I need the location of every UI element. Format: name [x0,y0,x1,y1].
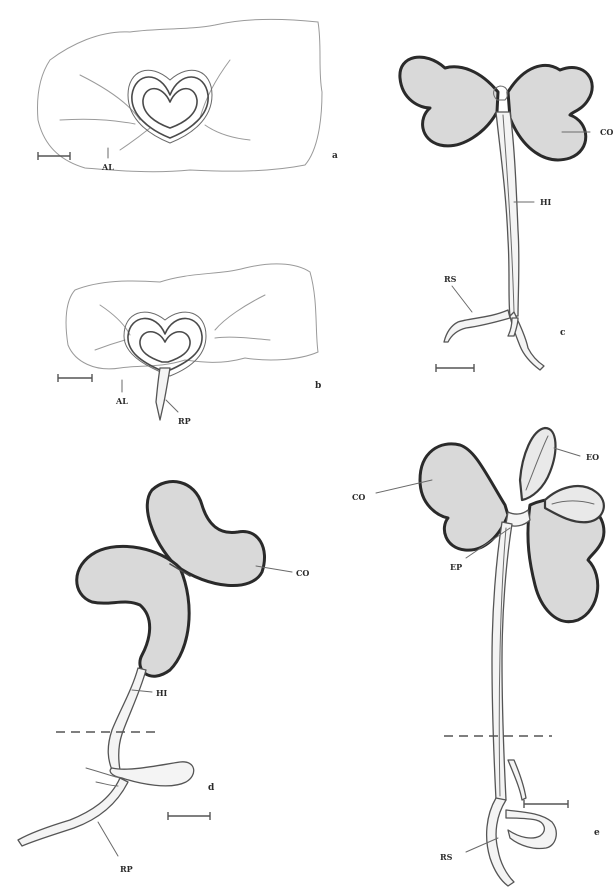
panel-b-al-label: AL [115,396,128,406]
panel-b: AL RP b [58,264,321,426]
panel-a-letter: a [332,151,338,161]
panel-d: CO HI RP d [18,482,309,874]
panel-e-eo-label: EO [586,452,599,462]
panel-c-rs-label: RS [444,274,457,284]
panel-c-hi-label: HI [540,197,552,207]
panel-c-root-left [444,310,510,342]
panel-e-eophyll [520,428,555,500]
panel-b-radicle [156,368,170,420]
panel-d-letter: d [208,783,215,793]
panel-d-hi-label: HI [156,688,168,698]
panel-c-cotyledon-right [508,65,592,159]
panel-e-cotyledon-left [420,444,508,550]
panel-a-al-label: AL [101,162,114,172]
panel-d-hypocotyl [108,668,146,770]
panel-d-rp-label: RP [120,864,133,874]
panel-a: AL a [38,19,339,172]
panel-b-endosperm-outline [66,264,318,369]
panel-e-ep-label: EP [450,562,462,572]
panel-c: CO HI RS c [400,57,613,372]
panel-e-letter: e [594,828,600,838]
panel-b-letter: b [315,381,321,391]
panel-c-co-label: CO [600,127,613,137]
panel-e: EO CO EP RS e [352,428,604,886]
panel-e-hypocotyl [492,522,512,800]
panel-c-cotyledon-left [400,57,498,146]
panel-e-co-label: CO [352,492,365,502]
panel-b-rp-label: RP [178,416,191,426]
panel-c-hypocotyl [496,112,519,316]
panel-a-endosperm-outline [38,19,323,171]
panel-d-co-label: CO [296,568,309,578]
panel-c-letter: c [560,328,566,338]
panel-e-rs-label: RS [440,852,453,862]
panel-d-root-main [18,778,128,846]
